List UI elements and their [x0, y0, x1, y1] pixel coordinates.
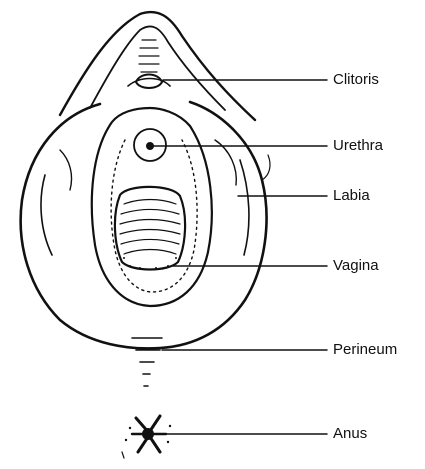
label-perineum: Perineum	[333, 341, 397, 359]
label-urethra: Urethra	[333, 137, 383, 155]
vagina-ridges	[120, 200, 180, 255]
clitoris-shape	[136, 75, 162, 89]
perineum-marks	[132, 338, 162, 386]
labia-inner-outline	[92, 108, 212, 306]
labia-fold-right-3	[262, 155, 270, 180]
anus-shape	[122, 416, 171, 458]
label-vagina: Vagina	[333, 257, 379, 275]
labia-fold-right-1	[240, 160, 249, 255]
labia-fold-left-1	[41, 175, 52, 255]
label-labia: Labia	[333, 187, 370, 205]
labia-fold-right-2	[215, 140, 236, 185]
labia-outer-outline	[21, 102, 267, 348]
label-anus: Anus	[333, 425, 367, 443]
label-clitoris: Clitoris	[333, 71, 379, 89]
labia-fold-left-2	[60, 150, 72, 190]
urethra-opening	[146, 142, 154, 150]
hood-hatching	[139, 40, 159, 72]
